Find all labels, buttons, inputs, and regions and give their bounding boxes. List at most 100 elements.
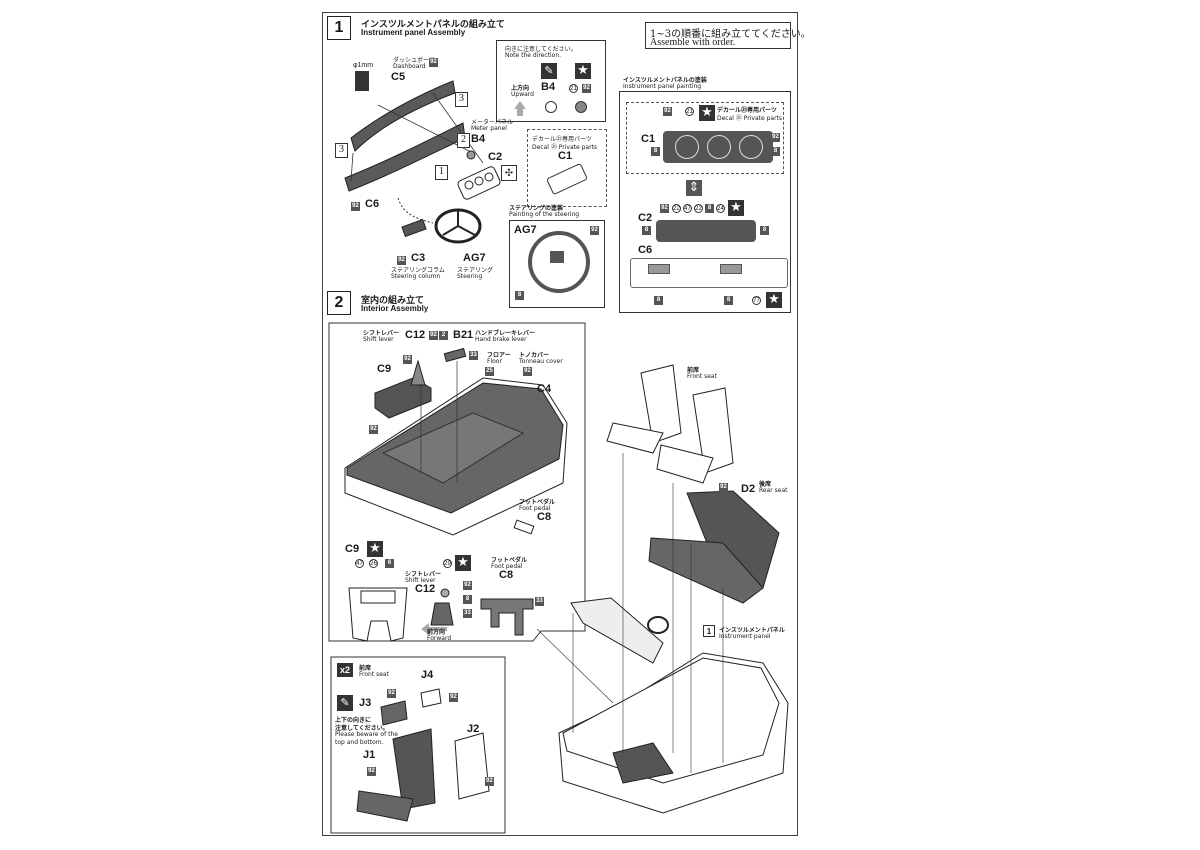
steering-wheel-shape xyxy=(434,208,482,244)
upward-arrow-stem xyxy=(517,108,523,116)
direction-note-box: 向きに注意してください。 Note the direction. ✎ ★ 上方向… xyxy=(496,40,606,122)
steering-hub xyxy=(550,251,564,263)
c2-panel-label: C2 xyxy=(638,212,653,224)
c6-color-8-left: 8 xyxy=(654,296,663,305)
beware-jp-1: 上下の向きに xyxy=(335,717,372,724)
part-j4-label: J4 xyxy=(421,669,434,681)
tonneau-jp: トノカバー xyxy=(519,352,550,359)
column-en: Steering column xyxy=(391,273,441,280)
c3-color-92: 92 xyxy=(397,256,406,265)
part-b4-callout: B4 xyxy=(471,133,486,145)
paint-brush-icon-j3: ✎ xyxy=(337,695,353,711)
upward-jp: 上方向 xyxy=(511,85,530,92)
c1-color-92-right: 92 xyxy=(771,133,780,142)
j4-color-92: 92 xyxy=(449,693,458,702)
panel-painting-box: 92 21 ★ デカール㉑専用パーツ Decal ㉑ Private parts… xyxy=(619,91,791,313)
shift-lever-en: Shift lever xyxy=(363,336,394,343)
shift-lever-jp: シフトレバー xyxy=(363,330,400,337)
instruction-sheet: 1 インスツルメントパネルの組み立て Instrument panel Asse… xyxy=(322,12,811,836)
direction-note-en: Note the direction. xyxy=(505,52,562,59)
foot-pedal-jp: フットペダル xyxy=(519,499,556,506)
shift-detail-color-33: 33 xyxy=(463,609,472,618)
c8-color-33: 33 xyxy=(535,597,544,606)
c6-color-92: 92 xyxy=(351,202,360,211)
dashboard-en: Dashboard xyxy=(393,63,426,70)
c12-color-2: 2 xyxy=(439,331,448,340)
assemble-order-note: 1~3の順番に組み立ててください。 Assemble with order. xyxy=(645,22,811,49)
c12-detail-label: C12 xyxy=(415,583,436,595)
decal-private-jp: デカール㉑専用パーツ xyxy=(532,136,592,143)
c9-color-26: 26 xyxy=(369,559,378,568)
steering-jp: ステアリング xyxy=(457,267,494,274)
part-c2-label: C2 xyxy=(488,151,503,163)
front-seat-detail-frame xyxy=(330,656,506,834)
b21-color-33: 33 xyxy=(469,351,478,360)
c2-color-92: 92 xyxy=(660,204,669,213)
c2-color-22b: 22 xyxy=(694,204,703,213)
c1-color-8-right: 8 xyxy=(771,147,780,156)
step-1-title-en: Instrument panel Assembly xyxy=(361,28,466,37)
c6-panel-label: C6 xyxy=(638,244,653,256)
decal-private-parts-box: デカール㉑専用パーツ Decal ㉑ Private parts C1 xyxy=(527,129,607,207)
sequence-3-right: 3 xyxy=(455,92,468,107)
meter-en: Meter panel xyxy=(471,125,507,132)
sequence-1: 1 xyxy=(435,165,448,180)
seat-j3-part xyxy=(380,700,408,726)
steering-painting-box: AG7 92 8 xyxy=(509,220,605,308)
foot-pedal-detail xyxy=(480,598,534,636)
seat-j1-back xyxy=(392,728,436,810)
gauge-2 xyxy=(707,135,731,159)
meter-decal-icon xyxy=(575,101,587,113)
floor-color-25: 25 xyxy=(485,367,494,376)
decal-star-icon: ★ xyxy=(575,63,591,79)
seat-detail-en: Front seat xyxy=(359,671,389,678)
j2-color-92: 92 xyxy=(485,777,494,786)
seat-j1-cushion xyxy=(356,790,414,822)
part-c8-label: C8 xyxy=(537,511,552,523)
gauge-1 xyxy=(675,135,699,159)
meter-panel-c2-shape xyxy=(457,166,501,200)
drill-icon xyxy=(355,71,369,91)
interior-detail-frame xyxy=(328,322,586,642)
c1-panel-label: C1 xyxy=(641,133,656,145)
dashboard-color-92: 92 xyxy=(429,58,438,67)
steering-column-shape xyxy=(401,218,427,238)
column-jp: ステアリングコラム xyxy=(391,267,445,274)
part-b4-label: B4 xyxy=(541,81,556,93)
step-2-diagram xyxy=(328,322,789,834)
floor-jp: フロアー xyxy=(487,352,511,359)
ag7-color-92: 92 xyxy=(590,226,599,235)
part-c1-label: C1 xyxy=(558,150,573,162)
shift-detail-en: Shift lever xyxy=(405,577,436,584)
step-1-title-jp: インスツルメントパネルの組み立て xyxy=(361,20,505,30)
shift-detail-jp: シフトレバー xyxy=(405,571,442,578)
c9-star-icon: ★ xyxy=(367,541,383,557)
swap-arrow-icon: ⇕ xyxy=(686,180,702,196)
front-seat-jp: 前席 xyxy=(687,367,700,374)
j3-color-92: 92 xyxy=(387,689,396,698)
seat-j4-part xyxy=(420,688,442,708)
paint-brush-icon: ✎ xyxy=(541,63,557,79)
front-seat-en: Front seat xyxy=(687,373,717,380)
forward-en: Forward xyxy=(427,635,452,642)
steering-en: Steering xyxy=(457,273,483,280)
c2-color-47: 47 xyxy=(683,204,692,213)
decal-icon: ✣ xyxy=(501,165,517,181)
c6-star-icon: ★ xyxy=(766,292,782,308)
front-seat-left-back xyxy=(640,364,682,444)
front-seat-left-cushion xyxy=(606,422,664,454)
part-b21-label: B21 xyxy=(453,329,474,341)
beware-en-1: Please beware of the xyxy=(335,731,398,738)
step-2-title-en: Interior Assembly xyxy=(361,304,429,313)
rear-seat-color-92: 92 xyxy=(719,483,728,492)
c6-vent-left xyxy=(648,264,670,274)
step-2-title-jp: 室内の組み立て xyxy=(361,296,425,306)
upward-arrow-icon xyxy=(514,101,526,109)
tonneau-color-92: 92 xyxy=(523,367,532,376)
tonneau-en: Tonneau cover xyxy=(519,358,563,365)
decal-21-box: 92 21 ★ デカール㉑専用パーツ Decal ㉑ Private parts… xyxy=(626,102,784,174)
decal-private-en: Decal ㉑ Private parts xyxy=(532,144,598,151)
part-c6-label: C6 xyxy=(365,198,380,210)
step-2-number: 2 xyxy=(327,291,351,315)
shift-color-92: 92 xyxy=(403,355,412,364)
